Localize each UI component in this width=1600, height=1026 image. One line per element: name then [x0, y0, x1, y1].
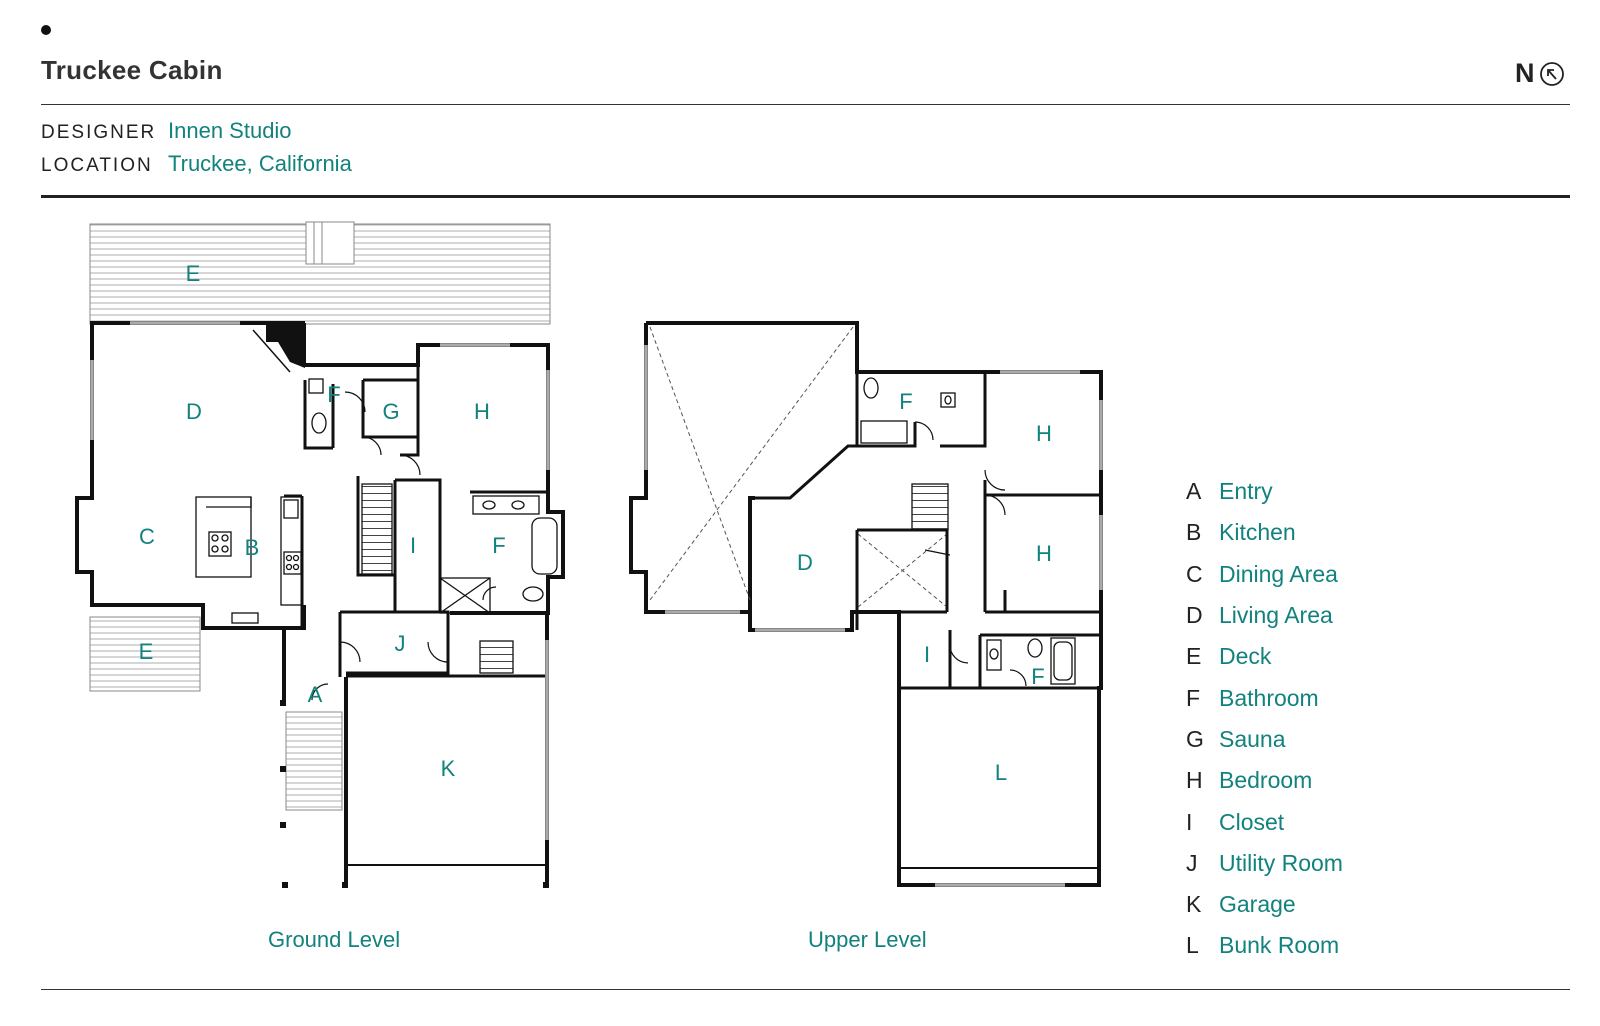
room-label: E	[186, 261, 201, 286]
legend-key: B	[1186, 519, 1202, 546]
entry-stairs	[285, 711, 343, 811]
legend-label: Bunk Room	[1219, 932, 1340, 959]
legend-key: K	[1186, 891, 1202, 918]
room-label: F	[327, 382, 340, 407]
legend-key: A	[1186, 478, 1202, 505]
legend-item: J Utility Room	[1186, 843, 1343, 884]
designer-label: DESIGNER	[41, 122, 157, 143]
legend-label: Dining Area	[1219, 560, 1338, 587]
legend-key: C	[1186, 560, 1203, 587]
legend-key: D	[1186, 602, 1203, 629]
bullet-dot-icon	[41, 25, 51, 35]
ground-level-caption: Ground Level	[268, 927, 401, 952]
legend-label: Utility Room	[1219, 849, 1343, 876]
legend-item: K Garage	[1186, 884, 1343, 925]
legend-label: Garage	[1219, 891, 1296, 918]
room-label: B	[245, 535, 260, 560]
location-value: Truckee, California	[168, 151, 352, 176]
room-label: H	[474, 399, 490, 424]
legend-key: E	[1186, 643, 1202, 670]
legend-item: C Dining Area	[1186, 554, 1343, 595]
deck-steps	[305, 221, 355, 265]
designer-row: DESIGNER Innen Studio	[41, 118, 292, 144]
north-label: N	[1515, 58, 1535, 88]
compass-arrow-icon	[1539, 61, 1564, 86]
room-label: D	[797, 550, 813, 575]
north-indicator: N	[1515, 58, 1565, 89]
ground-level-plan: E D F G H C B I F E J A K	[75, 221, 565, 888]
upper-level-plan: F H D H I F L	[629, 321, 1103, 887]
legend-key: I	[1186, 808, 1193, 835]
room-label: D	[186, 399, 202, 424]
room-label: L	[995, 760, 1007, 785]
room-label: F	[492, 533, 505, 558]
header-divider	[41, 104, 1570, 105]
legend-key: G	[1186, 725, 1204, 752]
legend-key: F	[1186, 684, 1201, 711]
room-label: H	[1036, 421, 1052, 446]
room-label: E	[139, 639, 154, 664]
legend-label: Closet	[1219, 808, 1285, 835]
room-label: H	[1036, 541, 1052, 566]
legend-item: G Sauna	[1186, 719, 1343, 760]
legend-item: I Closet	[1186, 801, 1343, 842]
legend-label: Bedroom	[1219, 767, 1313, 794]
location-row: LOCATION Truckee, California	[41, 151, 352, 177]
location-label: LOCATION	[41, 155, 153, 176]
room-label: F	[899, 389, 912, 414]
legend-label: Entry	[1219, 478, 1273, 505]
deck-south	[89, 616, 201, 692]
legend-label: Kitchen	[1219, 519, 1296, 546]
legend-item: E Deck	[1186, 636, 1343, 677]
legend-item: H Bedroom	[1186, 760, 1343, 801]
room-label: K	[441, 756, 456, 781]
legend-key: L	[1186, 932, 1199, 959]
legend-item: A Entry	[1186, 471, 1343, 512]
upper-level-caption: Upper Level	[808, 927, 927, 952]
legend-item: D Living Area	[1186, 595, 1343, 636]
legend-label: Sauna	[1219, 725, 1286, 752]
legend-key: H	[1186, 767, 1203, 794]
room-label: I	[410, 533, 416, 558]
legend-key: J	[1186, 849, 1198, 876]
meta-divider	[41, 195, 1570, 198]
legend-item: B Kitchen	[1186, 512, 1343, 553]
designer-value: Innen Studio	[168, 118, 292, 143]
room-label: J	[395, 631, 406, 656]
page-title: Truckee Cabin	[41, 55, 223, 85]
room-label: I	[924, 642, 930, 667]
room-label: C	[139, 524, 155, 549]
legend-item: F Bathroom	[1186, 677, 1343, 718]
legend-label: Bathroom	[1219, 684, 1319, 711]
room-label: G	[382, 399, 399, 424]
legend-label: Living Area	[1219, 602, 1333, 629]
footer-divider	[41, 989, 1570, 990]
room-label: A	[308, 682, 323, 707]
legend-label: Deck	[1219, 643, 1272, 670]
legend-item: L Bunk Room	[1186, 925, 1343, 966]
room-label: F	[1031, 664, 1044, 689]
